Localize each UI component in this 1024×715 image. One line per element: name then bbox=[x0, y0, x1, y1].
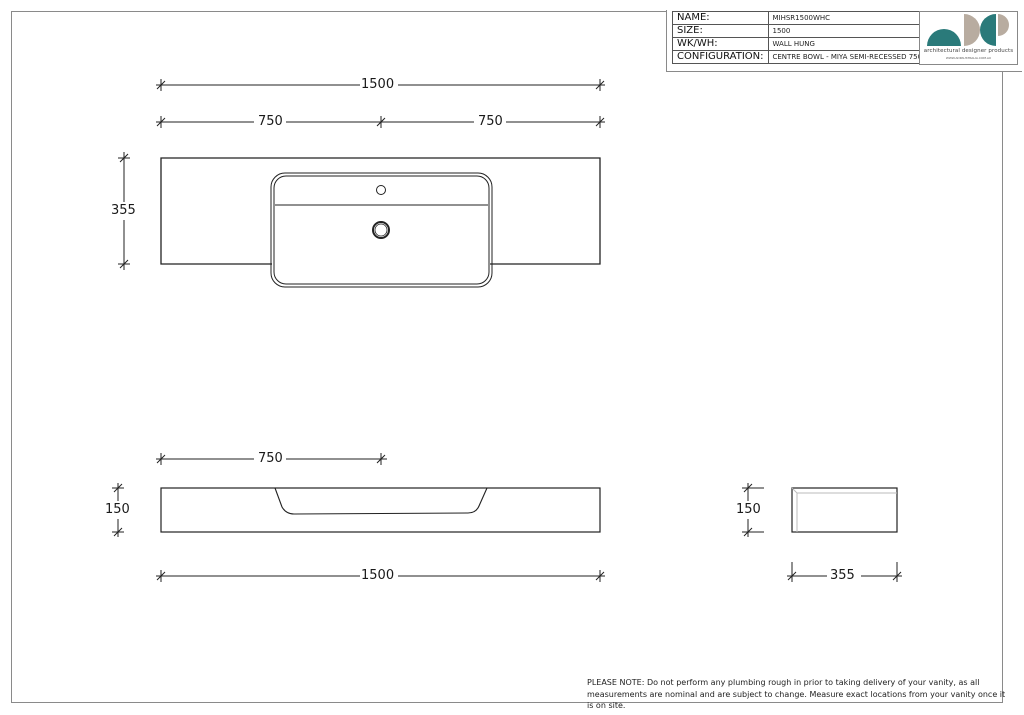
plan-right-half-label: 750 bbox=[478, 114, 503, 129]
logo-url: WWW.ADPAUSTRALIA.COM.AU bbox=[945, 56, 992, 60]
configuration-label: CONFIGURATION: bbox=[672, 50, 769, 64]
title-block-table: NAME: MIHSR1500WHC SIZE: 1500 WK/WH: WAL… bbox=[672, 11, 928, 64]
front-elevation bbox=[104, 451, 605, 584]
side-depth-label: 355 bbox=[830, 568, 855, 583]
plan-depth-label: 355 bbox=[111, 203, 136, 218]
sheet-border bbox=[11, 11, 1003, 703]
plan-view bbox=[110, 77, 605, 288]
company-logo: architectural designer products WWW.ADPA… bbox=[919, 11, 1018, 65]
plan-overall-width-label: 1500 bbox=[361, 77, 395, 92]
title-row-name: NAME: MIHSR1500WHC bbox=[672, 11, 928, 25]
side-elevation bbox=[734, 483, 902, 584]
title-row-configuration: CONFIGURATION: CENTRE BOWL - MIYA SEMI-R… bbox=[672, 50, 928, 64]
front-centre-offset-label: 750 bbox=[258, 451, 283, 466]
logo-mark-icon bbox=[927, 14, 1009, 46]
side-height-label: 150 bbox=[736, 502, 761, 517]
logo-wordmark: architectural designer products bbox=[923, 48, 1014, 54]
front-height-label: 150 bbox=[105, 502, 130, 517]
title-row-mount: WK/WH: WALL HUNG bbox=[672, 37, 928, 51]
front-overall-width-label: 1500 bbox=[361, 568, 395, 583]
plan-left-half-label: 750 bbox=[258, 114, 283, 129]
plumbing-note: PLEASE NOTE: Do not perform any plumbing… bbox=[587, 678, 1006, 710]
